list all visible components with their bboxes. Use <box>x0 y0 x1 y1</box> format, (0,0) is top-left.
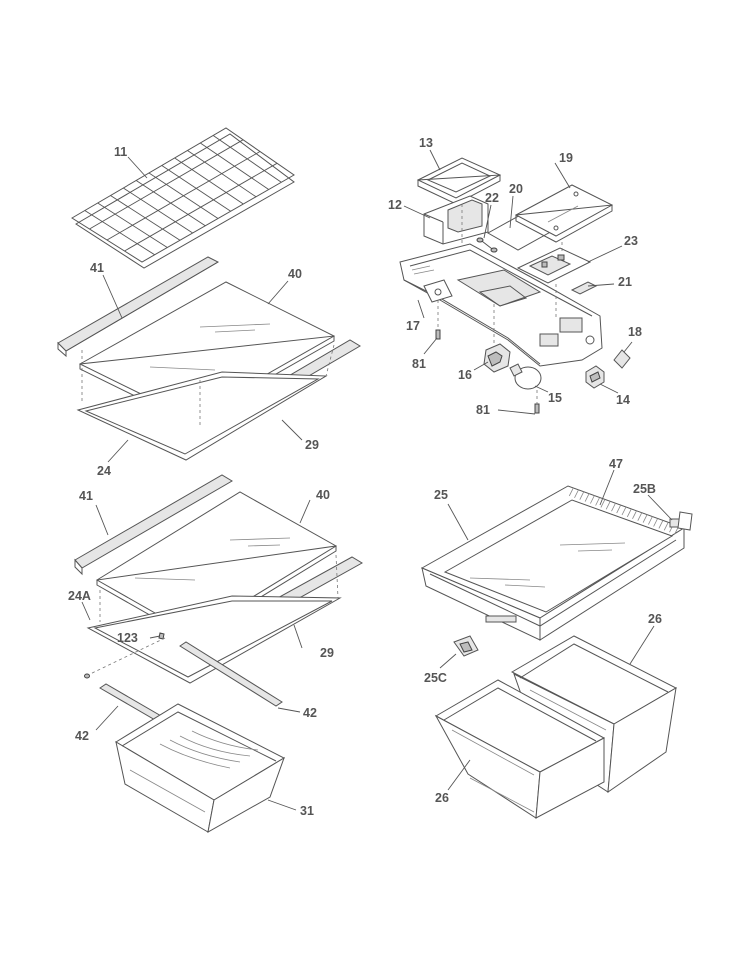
leader-lines <box>81 149 673 811</box>
light-lens-13 <box>416 157 502 205</box>
slide-rail-42-right <box>179 641 283 707</box>
callout-19: 19 <box>559 151 573 165</box>
crisper-drawer-31 <box>115 703 286 833</box>
callout-31: 31 <box>300 804 314 818</box>
shelf-frame-24 <box>76 371 328 461</box>
callout-25B: 25B <box>633 482 656 496</box>
crisper-drawer-26-front <box>434 679 606 819</box>
callout-22: 22 <box>485 191 499 205</box>
control-knob-25B <box>669 511 693 531</box>
callout-25C: 25C <box>424 671 447 685</box>
callout-40-lower: 40 <box>316 488 330 502</box>
callout-41-lower: 41 <box>79 489 93 503</box>
callout-26-front: 26 <box>435 791 449 805</box>
wire-shelf <box>71 127 295 269</box>
shelf-frame-24A <box>86 595 342 684</box>
callout-42-right: 42 <box>303 706 317 720</box>
light-bulb-15 <box>509 363 542 390</box>
screw-left <box>84 673 90 679</box>
thermostat-23 <box>516 247 592 284</box>
callout-123: 123 <box>117 631 138 645</box>
callout-26-back: 26 <box>648 612 662 626</box>
callout-15: 15 <box>548 391 562 405</box>
light-cover-12 <box>423 195 489 245</box>
knob-18 <box>613 349 631 369</box>
bracket-21 <box>570 281 598 295</box>
callout-81-lower: 81 <box>476 403 490 417</box>
callout-21: 21 <box>618 275 632 289</box>
callout-20: 20 <box>509 182 523 196</box>
humidity-slide <box>485 615 517 623</box>
control-housing-17 <box>399 243 603 367</box>
callout-23: 23 <box>624 234 638 248</box>
bracket-25C <box>453 635 479 657</box>
callout-29-upper: 29 <box>305 438 319 452</box>
callout-18: 18 <box>628 325 642 339</box>
switch-14 <box>585 365 605 389</box>
lamp-socket-16 <box>483 343 511 373</box>
shelf-rail-41-lower <box>74 474 233 576</box>
callout-12: 12 <box>388 198 402 212</box>
shelf-rail-41-upper <box>57 256 220 358</box>
screw-81-lower <box>534 403 540 414</box>
callout-25: 25 <box>434 488 448 502</box>
callout-41-upper: 41 <box>90 261 104 275</box>
callout-81-upper: 81 <box>412 357 426 371</box>
callout-13: 13 <box>419 136 433 150</box>
callout-11: 11 <box>114 145 127 159</box>
callout-29-lower: 29 <box>320 646 334 660</box>
callout-16: 16 <box>458 368 472 382</box>
callout-14: 14 <box>616 393 630 407</box>
callout-labels: 11 41 40 24 29 41 40 24A 123 29 42 42 31… <box>68 136 662 818</box>
callout-40-upper: 40 <box>288 267 302 281</box>
crisper-glass-47 <box>443 499 674 613</box>
screw-81-upper <box>435 329 441 340</box>
callout-24: 24 <box>97 464 111 478</box>
callout-24A: 24A <box>68 589 91 603</box>
callout-47: 47 <box>609 457 623 471</box>
harness-22 <box>476 237 498 253</box>
callout-42-left: 42 <box>75 729 89 743</box>
callout-17: 17 <box>406 319 420 333</box>
cover-plate-19 <box>514 184 614 243</box>
